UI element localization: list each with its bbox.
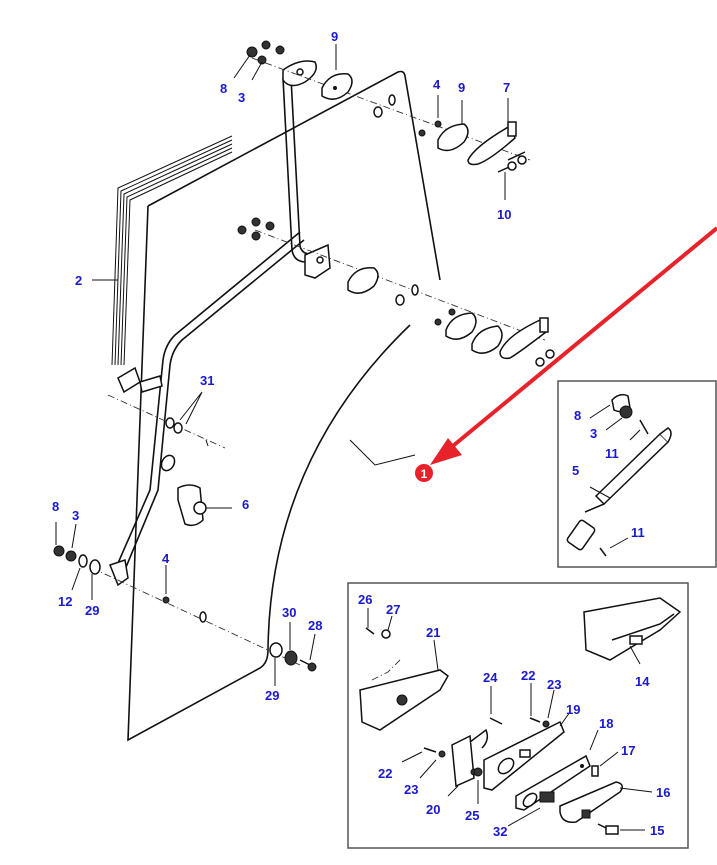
lower-hinge-parts: [53, 545, 317, 672]
label-part-30: 30: [282, 605, 296, 620]
label-part-29: 29: [85, 603, 99, 618]
label-part-21: 21: [426, 625, 440, 640]
highlight-arrow: [430, 226, 717, 465]
label-part-12: 12: [58, 594, 72, 609]
part-1-label: 1: [421, 467, 428, 481]
label-part-32: 32: [493, 824, 507, 839]
label-part-27: 27: [386, 602, 400, 617]
label-part-15: 15: [650, 823, 664, 838]
leaders: [55, 44, 509, 686]
label-part-11: 11: [605, 446, 619, 461]
label-part-20: 20: [426, 802, 440, 817]
inset-gas-strut: [557, 380, 717, 568]
label-part-22: 22: [378, 766, 392, 781]
label-part-14: 14: [635, 674, 650, 689]
top-hinge-parts: [246, 40, 527, 173]
label-part-29: 29: [265, 688, 279, 703]
label-part-3: 3: [238, 90, 245, 105]
label-part-2: 2: [75, 273, 82, 288]
label-part-8: 8: [52, 499, 59, 514]
side-parts: [160, 417, 209, 527]
label-part-4: 4: [162, 551, 170, 566]
label-part-23: 23: [404, 782, 418, 797]
lower-hinge-bar: [109, 231, 331, 587]
part-1-marker[interactable]: 1: [415, 464, 433, 482]
label-part-3: 3: [590, 426, 597, 441]
label-part-11: 11: [631, 525, 645, 540]
label-part-3: 3: [72, 508, 79, 523]
label-part-25: 25: [465, 808, 479, 823]
label-part-17: 17: [621, 743, 635, 758]
inset-door-handle: [347, 582, 689, 849]
label-part-5: 5: [572, 463, 579, 478]
label-part-26: 26: [358, 592, 372, 607]
seal-strip: [111, 135, 233, 366]
label-part-28: 28: [308, 618, 322, 633]
upper-hinge-arm: [282, 60, 320, 263]
label-part-16: 16: [656, 785, 670, 800]
label-part-18: 18: [599, 716, 613, 731]
label-part-23: 23: [547, 677, 561, 692]
label-part-4: 4: [433, 77, 441, 92]
label-part-9: 9: [331, 29, 338, 44]
label-part-10: 10: [497, 207, 511, 222]
label-part-19: 19: [566, 702, 580, 717]
label-part-22: 22: [521, 668, 535, 683]
label-part-8: 8: [220, 81, 227, 96]
label-part-7: 7: [503, 80, 510, 95]
label-part-9: 9: [458, 80, 465, 95]
middle-hinge-parts: [237, 217, 555, 367]
door-glass-panel: [127, 70, 441, 742]
label-part-8: 8: [574, 408, 581, 423]
label-part-31: 31: [200, 373, 214, 388]
label-part-6: 6: [242, 497, 249, 512]
label-part-24: 24: [483, 670, 498, 685]
